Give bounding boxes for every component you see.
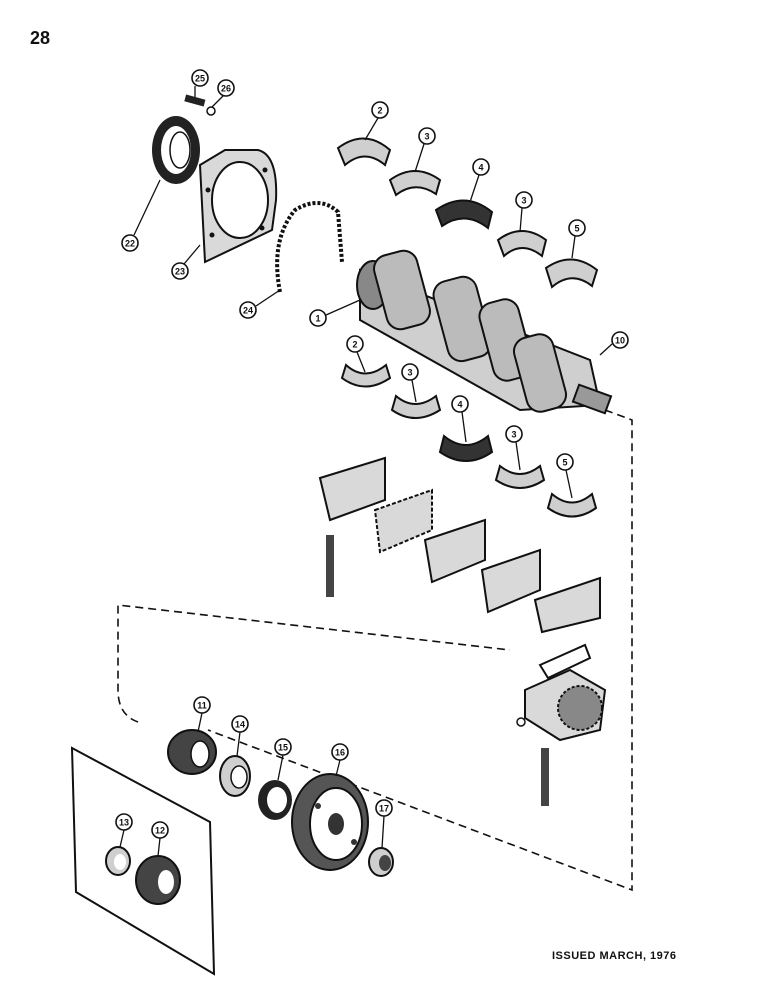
callout-circle <box>239 301 257 319</box>
callout-4: 4 <box>451 395 469 413</box>
crankshaft-pulley <box>291 773 369 871</box>
callout-10: 10 <box>611 331 629 349</box>
callout-11: 11 <box>193 696 211 714</box>
callout-2: 2 <box>371 101 389 119</box>
callout-text: 16 <box>335 748 345 758</box>
callout-text: 10 <box>615 336 625 346</box>
callout-text: 11 <box>197 701 207 711</box>
pulley-nut <box>368 847 394 877</box>
callout-circle <box>451 395 469 413</box>
callout-text: 24 <box>243 306 253 316</box>
lower-main-bearings <box>340 363 598 518</box>
callout-circle <box>472 158 490 176</box>
callout-12: 12 <box>151 821 169 839</box>
callout-17: 17 <box>375 799 393 817</box>
callout-text: 1 <box>315 314 320 324</box>
callout-circle <box>331 743 349 761</box>
callout-text: 26 <box>221 84 231 94</box>
callout-circle <box>121 234 139 252</box>
callout-text: 13 <box>119 818 129 828</box>
callout-circle <box>375 799 393 817</box>
callout-text: 17 <box>379 804 389 814</box>
callout-text: 3 <box>424 132 429 142</box>
callout-text: 5 <box>574 224 579 234</box>
callout-text: 4 <box>457 400 462 410</box>
callout-text: 22 <box>125 239 135 249</box>
oil-pump-connection <box>117 604 511 723</box>
issued-date-footer: ISSUED MARCH, 1976 <box>552 950 677 962</box>
callout-26: 26 <box>217 79 235 97</box>
callout-4: 4 <box>472 158 490 176</box>
oil-slinger <box>219 755 251 797</box>
callout-25: 25 <box>191 69 209 87</box>
callout-14: 14 <box>231 715 249 733</box>
crankshaft-front-connection <box>207 409 633 892</box>
callout-23: 23 <box>171 262 189 280</box>
callout-text: 5 <box>562 458 567 468</box>
main-bearing-caps <box>318 456 601 634</box>
callout-15: 15 <box>274 738 292 756</box>
callout-circle <box>193 696 211 714</box>
callout-circle <box>191 69 209 87</box>
callout-text: 3 <box>521 196 526 206</box>
callout-circle <box>346 335 364 353</box>
callout-circle <box>217 79 235 97</box>
callout-text: 25 <box>195 74 205 84</box>
callout-text: 12 <box>155 826 165 836</box>
callout-circle <box>231 715 249 733</box>
callout-text: 2 <box>377 106 382 116</box>
leader-lines <box>119 86 613 857</box>
callout-text: 3 <box>511 430 516 440</box>
inset-panel <box>70 746 216 976</box>
callout-3: 3 <box>418 127 436 145</box>
callout-3: 3 <box>401 363 419 381</box>
callout-text: 14 <box>235 720 245 730</box>
callout-circle <box>556 453 574 471</box>
callout-text: 2 <box>352 340 357 350</box>
seal-retainer <box>198 149 278 264</box>
oil-pump <box>516 643 607 806</box>
callout-circle <box>171 262 189 280</box>
callout-circle <box>611 331 629 349</box>
callout-circle <box>505 425 523 443</box>
rear-oil-seal <box>152 116 200 184</box>
callout-circle <box>418 127 436 145</box>
callout-2: 2 <box>346 335 364 353</box>
callout-22: 22 <box>121 234 139 252</box>
callout-circle <box>115 813 133 831</box>
callout-circle <box>274 738 292 756</box>
front-oil-seal <box>258 780 292 820</box>
callout-13: 13 <box>115 813 133 831</box>
callout-text: 3 <box>407 368 412 378</box>
inset-spacer <box>105 846 131 876</box>
callout-text: 23 <box>175 267 185 277</box>
callout-16: 16 <box>331 743 349 761</box>
upper-main-bearings <box>336 137 599 289</box>
callout-3: 3 <box>515 191 533 209</box>
callout-circle <box>309 309 327 327</box>
callout-text: 4 <box>478 163 483 173</box>
callout-3: 3 <box>505 425 523 443</box>
callout-circle <box>371 101 389 119</box>
callout-1: 1 <box>309 309 327 327</box>
page-number: 28 <box>30 28 51 48</box>
callout-circle <box>568 219 586 237</box>
retainer-gasket <box>275 201 344 293</box>
inset-gear <box>135 855 181 905</box>
callout-24: 24 <box>239 301 257 319</box>
callout-text: 15 <box>278 743 288 753</box>
callout-5: 5 <box>556 453 574 471</box>
retainer-bolt <box>184 94 216 116</box>
callout-circle <box>515 191 533 209</box>
callout-circle <box>151 821 169 839</box>
callout-circle <box>401 363 419 381</box>
callout-5: 5 <box>568 219 586 237</box>
crankshaft <box>356 249 613 415</box>
crankshaft-gear <box>167 729 217 775</box>
